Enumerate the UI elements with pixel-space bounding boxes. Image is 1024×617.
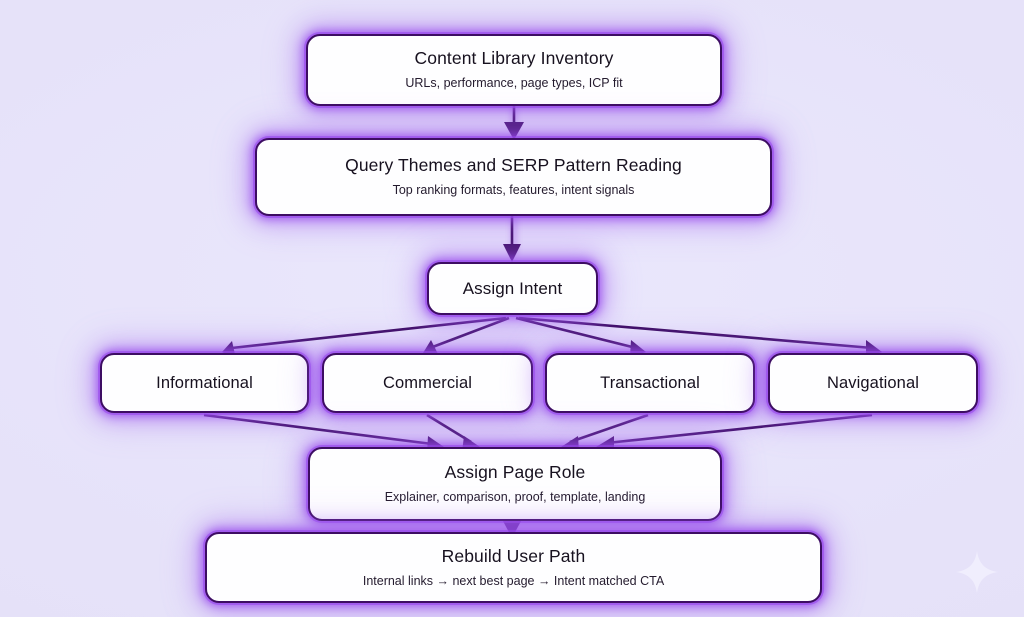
node-subtitle: Top ranking formats, features, intent si… [392, 183, 635, 198]
node-title: Assign Page Role [444, 462, 586, 483]
node-title: Commercial [382, 373, 472, 392]
node-title: Assign Intent [462, 278, 563, 298]
node-assign-page-role[interactable]: Assign Page Role Explainer, comparison, … [308, 447, 722, 521]
node-title: Navigational [826, 373, 919, 392]
node-navigational[interactable]: Navigational [768, 353, 978, 413]
node-assign-intent[interactable]: Assign Intent [427, 262, 598, 315]
node-title: Rebuild User Path [441, 545, 586, 566]
node-rebuild-user-path[interactable]: Rebuild User Path Internal links → next … [205, 532, 822, 603]
node-content-library-inventory[interactable]: Content Library Inventory URLs, performa… [306, 34, 722, 106]
edge-intent-to-commercial [423, 316, 510, 356]
node-subtitle: URLs, performance, page types, ICP fit [405, 76, 623, 91]
node-commercial[interactable]: Commercial [322, 353, 533, 413]
node-subtitle: Explainer, comparison, proof, template, … [384, 490, 646, 505]
edge-intent-to-navigational [518, 316, 882, 357]
edge-inventory-to-query [504, 106, 524, 140]
node-title: Query Themes and SERP Pattern Reading [345, 155, 682, 176]
node-title: Informational [156, 373, 253, 392]
edge-intent-to-transactional [515, 316, 646, 357]
sparkle-icon [955, 550, 999, 594]
node-transactional[interactable]: Transactional [545, 353, 755, 413]
node-title: Content Library Inventory [414, 48, 614, 69]
node-query-themes-serp-pattern-reading[interactable]: Query Themes and SERP Pattern Reading To… [255, 138, 772, 216]
edge-query-to-intent [503, 216, 521, 262]
node-title: Transactional [600, 373, 700, 392]
node-subtitle: Internal links → next best page → Intent… [362, 573, 665, 588]
node-informational[interactable]: Informational [100, 353, 309, 413]
